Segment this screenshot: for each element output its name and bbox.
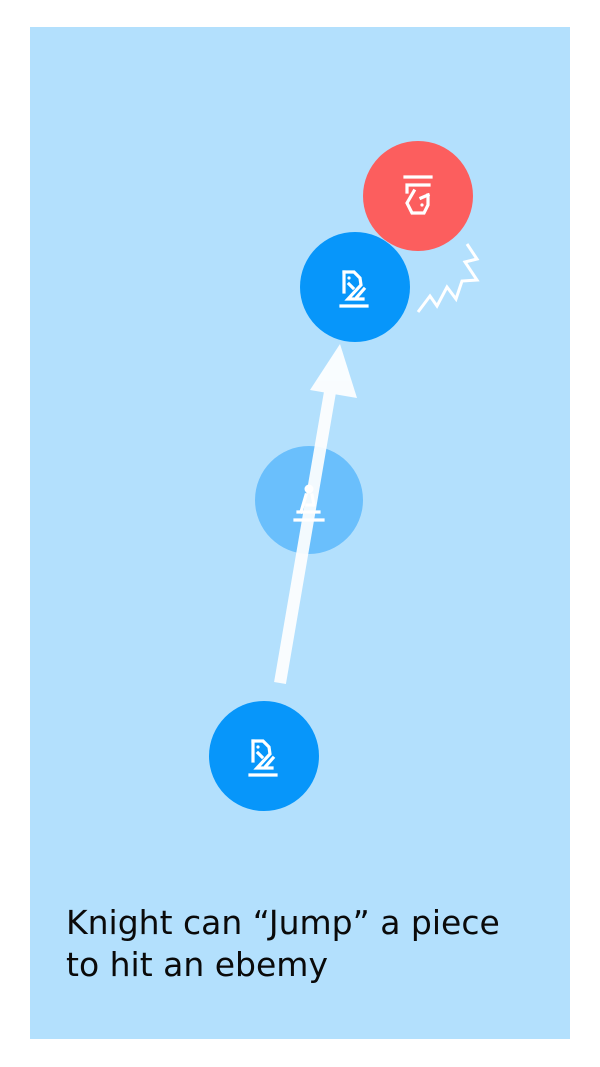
caption-line-2: to hit an ebemy	[66, 945, 328, 984]
knight-destination-piece[interactable]	[300, 232, 410, 342]
caption-line-1: Knight can “Jump” a piece	[66, 903, 500, 942]
enemy-piece[interactable]	[363, 141, 473, 251]
move-arrow	[274, 344, 357, 685]
hit-spark-icon	[416, 243, 480, 313]
caption-text: Knight can “Jump” a piece to hit an ebem…	[66, 902, 556, 986]
knight-start-piece[interactable]	[209, 701, 319, 811]
